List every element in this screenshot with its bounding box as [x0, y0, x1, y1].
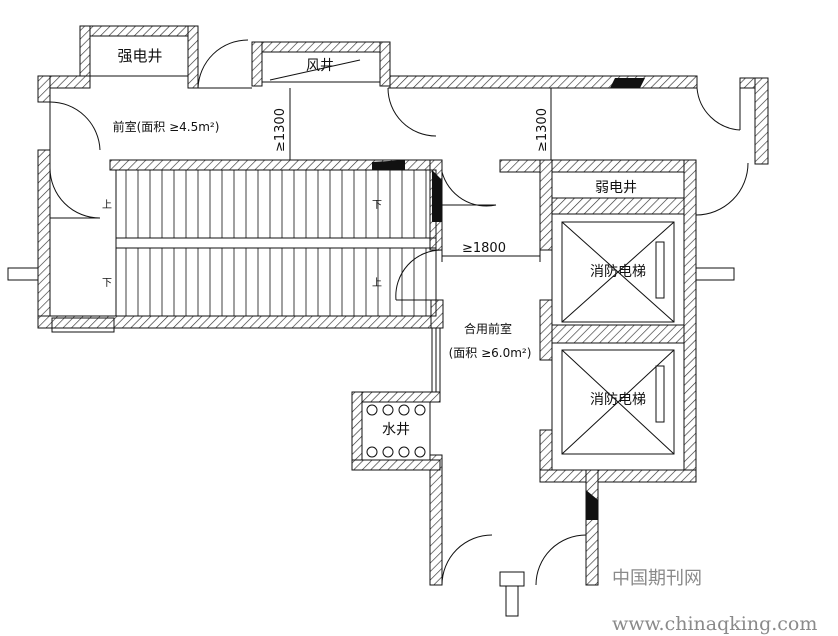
- strong-shaft-label: 强电井: [117, 47, 162, 65]
- door-swings: [49, 39, 749, 586]
- elevator-1-label: 消防电梯: [590, 264, 646, 280]
- stair-up-right: 上: [372, 277, 382, 289]
- columns: [372, 78, 645, 520]
- stair-down-left: 下: [102, 278, 112, 289]
- water-pipes: [366, 404, 426, 458]
- shared-front-room-area: (面积 ≥6.0m²): [449, 346, 532, 360]
- linework: [7, 35, 735, 617]
- clear-width-dimension-3: ≥1800: [462, 241, 506, 256]
- elevator-2-label: 消防电梯: [590, 392, 646, 408]
- front-room-label: 前室(面积 ≥4.5m²): [113, 119, 220, 134]
- watermark-url: www.chinaqking.com: [612, 613, 817, 635]
- stair-up-left: 上: [102, 199, 112, 211]
- shared-front-room-title: 合用前室: [464, 321, 512, 336]
- stair-down-right: 下: [372, 200, 382, 211]
- walls: [37, 25, 769, 586]
- air-shaft-label: 风井: [306, 58, 334, 74]
- clear-width-dimension-1: ≥1300: [273, 108, 288, 152]
- weak-shaft-label: 弱电井: [595, 180, 637, 196]
- clear-width-dimension-2: ≥1300: [535, 108, 550, 152]
- water-shaft-label: 水井: [382, 422, 410, 438]
- stair-treads: [125, 170, 427, 316]
- watermark-cn: 中国期刊网: [612, 568, 702, 589]
